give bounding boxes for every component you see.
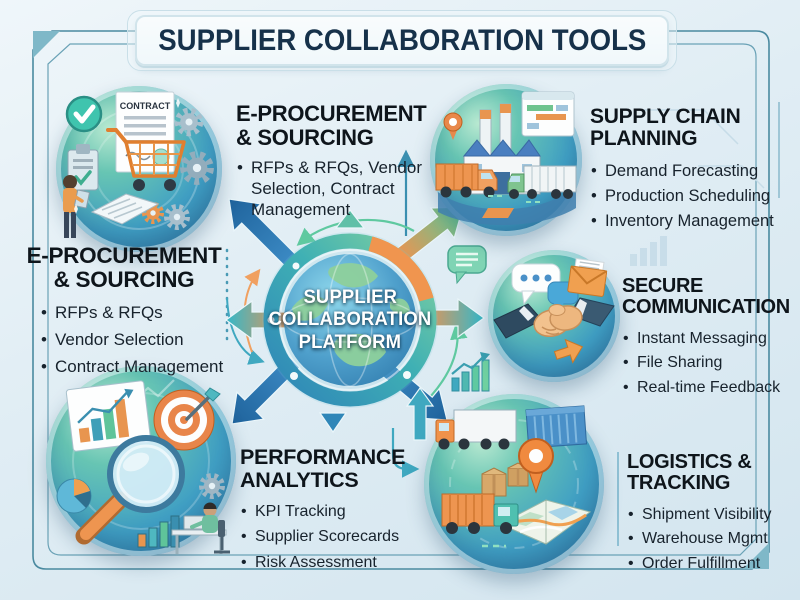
location-pin-icon [443, 112, 463, 140]
target-dart-icon [153, 387, 221, 451]
eprocurement-illustration-bubble: CONTRACT [56, 86, 222, 252]
section-supply-chain: SUPPLY CHAIN PLANNING Demand Forecasting… [590, 105, 795, 236]
magnifying-glass-icon [75, 435, 185, 545]
person-reading-icon [63, 175, 90, 238]
bullet-item: File Sharing [622, 352, 800, 374]
shipping-container-icon [525, 405, 588, 449]
road-patch [482, 208, 514, 218]
section-bullets: RFPs & RFQs, Vendor Selection, Contract … [236, 158, 428, 220]
hub-arrow-up-small [405, 386, 435, 441]
hub-label-line: SUPPLIER [303, 287, 397, 309]
section-title-line: LOGISTICS & [627, 451, 752, 473]
hub-label-line: COLLABORATION [268, 309, 432, 331]
svg-text:CONTRACT: CONTRACT [120, 101, 171, 111]
watermark-bars [630, 236, 667, 266]
bullet-item: RFPs & RFQs, Vendor Selection, Contract … [236, 158, 428, 220]
bullet-item: KPI Tracking [240, 501, 418, 524]
section-title-line: SECURE [622, 275, 703, 297]
checkmark-badge-icon [65, 95, 103, 133]
section-title: SUPPLY CHAIN PLANNING [590, 105, 795, 151]
section-bullets: Instant Messaging File Sharing Real-time… [622, 328, 800, 399]
section-secure-communication: SECURE COMMUNICATION Instant Messaging F… [622, 275, 800, 402]
bullet-item: Order Fulfillment [627, 553, 797, 575]
exchange-arrow-icon [553, 338, 584, 364]
section-title: E-PROCUREMENT & SOURCING [236, 102, 428, 149]
box-truck-icon [435, 163, 498, 198]
section-bullets: Demand Forecasting Production Scheduling… [590, 160, 795, 233]
section-title-line: E-PROCUREMENT [26, 243, 222, 268]
title-banner: SUPPLIER COLLABORATION TOOLS [127, 10, 677, 71]
page-title: SUPPLIER COLLABORATION TOOLS [157, 23, 647, 57]
section-title-line: & SOURCING [236, 124, 374, 150]
globe-icon [262, 232, 438, 408]
section-bullets: KPI Tracking Supplier Scorecards Risk As… [240, 501, 418, 575]
bullet-item: Inventory Management [590, 210, 795, 233]
section-title: PERFORMANCE ANALYTICS [240, 445, 418, 492]
handshake-icon [493, 297, 615, 339]
bullet-item: Instant Messaging [622, 328, 800, 350]
ring-nub-bottom [318, 412, 348, 434]
flow-dashes [488, 195, 542, 203]
bullet-item: Production Scheduling [590, 185, 795, 208]
section-logistics: LOGISTICS & TRACKING Shipment Visibility… [627, 451, 797, 578]
section-eprocurement-callout: E-PROCUREMENT & SOURCING RFPs & RFQs, Ve… [236, 102, 428, 223]
supply-chain-illustration-bubble [430, 84, 582, 236]
bullet-item: Shipment Visibility [627, 504, 797, 526]
bullet-item: Contract Management [40, 355, 228, 379]
section-title-line: PERFORMANCE [240, 445, 406, 469]
section-title-line: SUPPLY CHAIN [590, 105, 741, 128]
section-eprocurement: E-PROCUREMENT & SOURCING RFPs & RFQs Ven… [20, 243, 228, 383]
sparkle-icon [74, 98, 180, 214]
bullet-item: RFPs & RFQs [40, 301, 228, 325]
bullet-item: Risk Assessment [240, 552, 418, 575]
performance-illustration-bubble [46, 366, 236, 556]
section-bullets: RFPs & RFQs Vendor Selection Contract Ma… [40, 301, 228, 380]
section-title: LOGISTICS & TRACKING [627, 451, 797, 495]
gear-icon [202, 476, 222, 496]
section-title-line: TRACKING [627, 472, 731, 495]
bullet-item: Vendor Selection [40, 328, 228, 352]
location-pin-icon [518, 438, 554, 494]
logistics-illustration-bubble [424, 394, 604, 574]
section-title-line: E-PROCUREMENT [236, 101, 427, 126]
section-performance-analytics: PERFORMANCE ANALYTICS KPI Tracking Suppl… [240, 445, 418, 577]
section-title-line: & SOURCING [53, 267, 195, 293]
cargo-truck-icon [435, 409, 517, 450]
chat-bubble-icon [447, 245, 487, 285]
hub-label-line: PLATFORM [298, 331, 402, 353]
bar-chart-panel-icon [65, 380, 152, 452]
analyst-at-desk-icon [171, 502, 230, 554]
road [438, 186, 576, 226]
section-title-line: COMMUNICATION [622, 296, 790, 319]
container-truck-icon [441, 493, 519, 534]
bullet-item: Supplier Scorecards [240, 526, 418, 549]
secure-communication-illustration-bubble [488, 250, 620, 382]
central-hub: SUPPLIER COLLABORATION PLATFORM [256, 226, 444, 414]
hub-label: SUPPLIER COLLABORATION PLATFORM [256, 226, 444, 414]
documents-icon [90, 193, 160, 225]
bullet-item: Real-time Feedback [622, 377, 800, 399]
pie-chart-icon [56, 478, 92, 514]
envelope-icon [567, 258, 608, 297]
corner-accent-topleft [33, 31, 60, 58]
schedule-panel-icon [521, 91, 575, 137]
bullet-item: Demand Forecasting [590, 160, 795, 183]
section-bullets: Shipment Visibility Warehouse Mgmt Order… [627, 504, 797, 575]
shopping-cart-icon [106, 128, 186, 191]
section-title: SECURE COMMUNICATION [622, 275, 800, 319]
section-title-line: PLANNING [590, 127, 698, 151]
boxes-icon [481, 462, 529, 497]
section-title-line: ANALYTICS [240, 468, 359, 492]
container-truck-icon [507, 165, 577, 199]
growth-bars-icon [451, 352, 490, 392]
bullet-item: Warehouse Mgmt [627, 528, 797, 550]
section-title: E-PROCUREMENT & SOURCING [20, 243, 228, 293]
